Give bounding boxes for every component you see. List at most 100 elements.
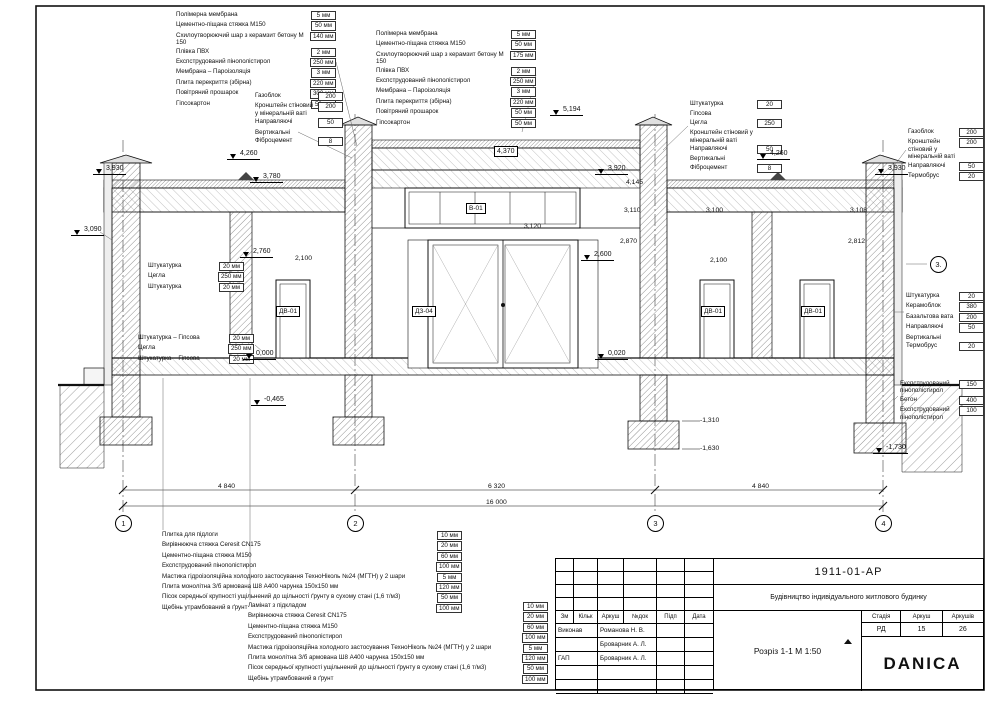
layer-row: Цементно-піщана стяжка М150 60 мм [162, 551, 462, 562]
right-wing [666, 154, 907, 386]
layer-row: Цементно-піщана стяжка М150 50 мм [376, 40, 536, 50]
elevation-mark: 5,194 [550, 106, 583, 116]
layer-row: Цегла 250 мм [138, 344, 254, 354]
company-logo: DANICA [883, 654, 962, 673]
layer-label: Термобрус [906, 342, 938, 350]
layer-label: Керамоблок [906, 302, 941, 310]
elevation-mark: 4,260 [757, 150, 790, 160]
layer-label: Штукатурка [148, 282, 182, 290]
layer-row: Вертикальні [906, 334, 984, 341]
layer-value: 20 [757, 100, 782, 110]
layer-value: 100 мм [522, 633, 548, 643]
layer-label: Плитка для підлоги [162, 531, 218, 538]
layer-label: Мембрана – Пароізоляція [176, 68, 251, 76]
layer-value: 250 [757, 118, 782, 129]
elevation-mark: 3,930 [93, 165, 126, 175]
layer-value: 220 мм [510, 97, 536, 108]
grid-axis-bubble: 1 [115, 515, 132, 532]
layer-row: Повітряний прошарок 50 мм [376, 108, 536, 118]
layer-value: 50 [959, 161, 984, 172]
layer-value: 50 [318, 118, 343, 128]
layer-label: Штукатурка [690, 100, 724, 107]
layer-row: Пісок середньої крупності ущільнений до … [248, 664, 548, 674]
layer-row: Схилоутворюючий шар з керамзит бетону М … [176, 31, 336, 47]
legend-left-wall: Газоблок 200 Кронштейн стіновий у мінера… [255, 92, 343, 147]
layer-label: Щебінь утрамбований в ґрунт [162, 603, 248, 611]
layer-row: Плита монолітна З/б армована Ш8 А400 чар… [248, 654, 548, 664]
person-name: Броварник А. Л. [598, 652, 657, 665]
layer-row: Цементно-піщана стяжка М150 50 мм [176, 21, 336, 31]
logo-accent-icon [843, 635, 852, 644]
layer-value: 100 мм [436, 562, 462, 572]
layer-row: Експструдований пінополістирол 100 мм [248, 633, 548, 643]
layer-value: 150 [959, 380, 984, 390]
layer-label: Плівка ПВХ [176, 47, 210, 55]
layer-label: Штукатурка – Гіпсова [138, 354, 200, 362]
layer-row: Штукатурка – Гіпсова 20 мм [138, 334, 254, 344]
layer-value: 200 [318, 92, 343, 102]
layer-label: Плита перекриття (збірна) [176, 78, 252, 86]
layer-label: Газоблок [908, 128, 934, 135]
person-signature [657, 638, 685, 651]
layer-value: 50 мм [523, 664, 548, 674]
layer-value: 250 мм [510, 77, 536, 87]
layer-value: 20 [959, 342, 984, 352]
person-role [556, 638, 598, 651]
elevation-mark: 4,145 [626, 179, 644, 186]
layer-label: Вирівнююча стяжка Ceresit CN175 [162, 541, 261, 549]
layer-label: Фіброцемент [690, 163, 728, 171]
elevation-mark: 2,760 [240, 248, 273, 258]
elevation-mark: 0,020 [595, 350, 628, 360]
layer-label: Вирівнююча стяжка Ceresit CN175 [248, 612, 347, 620]
title-block-right: 1911-01-АР Будівництво індивідуального ж… [714, 559, 983, 691]
layer-label: Мастика гідроізоляційна холодного застос… [162, 572, 406, 580]
layer-row: Полімерна мембрана 5 мм [176, 11, 336, 21]
layer-label: Цементно-піщана стяжка М150 [376, 40, 466, 48]
person-role: Виконав [556, 624, 598, 637]
legend-middle-right: Штукатурка 20 Гіпсова Цегла 250 Кронштей… [690, 100, 782, 174]
elevation-mark: 4,370 [494, 146, 518, 157]
layer-label: Цегла [138, 344, 156, 352]
layer-value: 380 [959, 302, 984, 312]
person-date [685, 638, 713, 651]
layer-label: Кронштейн стіновий у мінеральній ваті [908, 138, 955, 161]
layer-label: Плита монолітна З/б армована Ш8 А400 чар… [162, 583, 339, 591]
layer-value: 5 мм [311, 11, 336, 21]
elevation-mark: 2,100 [710, 257, 728, 264]
layer-row: Базальтова вата 200 [906, 312, 984, 323]
layer-value: 20 мм [219, 262, 244, 272]
layer-row: Цегла 250 [690, 118, 782, 129]
layer-row: Фіброцемент 8 [690, 163, 782, 174]
roof-layers-list-left: Полімерна мембрана 5 мм Цементно-піщана … [176, 11, 336, 110]
layer-value: 250 мм [310, 58, 336, 68]
layer-value: 200 [318, 102, 343, 112]
revision-header-cell: Зм [556, 611, 574, 623]
elevation-mark: ДВ-01 [701, 306, 726, 317]
layer-row: Гіпсокартон 50 мм [376, 118, 536, 129]
layer-label: Цементно-піщана стяжка М150 [176, 21, 266, 29]
layer-label: Гіпсокартон [176, 99, 210, 107]
layer-value: 20 мм [229, 354, 254, 365]
layer-label: Схилоутворюючий шар з керамзит бетону М … [176, 31, 304, 47]
layer-row: Мембрана – Пароізоляція 3 мм [376, 87, 536, 97]
layer-value: 3 мм [511, 87, 536, 97]
layer-row: Експструдований пінополістирол 100 мм [162, 562, 462, 572]
legend-left-middle-wall: Штукатурка 20 мм Цегла 250 мм Штукатурка… [148, 262, 244, 293]
layer-label: Цегла [690, 118, 708, 126]
layer-row: Експструдований пінополістирол 100 [900, 406, 984, 421]
document-code: 1911-01-АР [714, 559, 983, 585]
elevation-mark: -1,310 [700, 417, 720, 424]
layer-value: 220 мм [310, 78, 336, 89]
elevation-mark: 0,000 [243, 350, 276, 360]
revision-empty-row [556, 585, 713, 598]
people-row: Броварник А. Л. [556, 638, 713, 652]
layer-label: Фіброцемент [255, 137, 293, 145]
layer-value: 8 [757, 163, 782, 174]
dimension-lines [118, 485, 888, 511]
project-name: Будівництво індивідуального житлового бу… [714, 585, 983, 611]
elevation-mark: ДЗ-04 [412, 306, 436, 317]
layer-row: Кронштейн стіновий у мінеральній ваті [690, 129, 782, 144]
stage-value: РД [862, 623, 902, 636]
stage-sheet-table: Стадія Аркуш Аркушів РД 15 26 [862, 611, 983, 691]
